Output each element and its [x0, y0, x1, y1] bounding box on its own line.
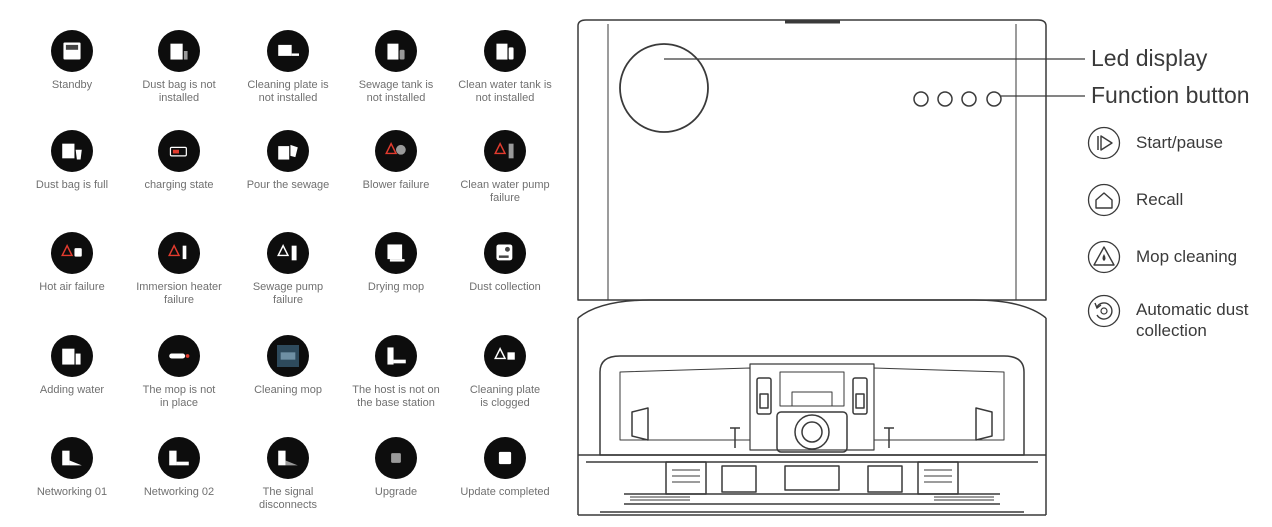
status-icon-label: Blower failure [362, 179, 430, 191]
update-completed-icon [484, 437, 526, 479]
legend-recall: Recall [1087, 183, 1272, 227]
status-icon-cell: Adding water [18, 335, 126, 425]
status-icon-cell: Pour the sewage [234, 130, 342, 220]
status-icon-label: Hot air failure [39, 281, 105, 293]
status-icon-cell: Standby [18, 30, 126, 120]
blower-failure-icon [375, 130, 417, 172]
legend-label: Recall [1136, 190, 1184, 209]
play-pause-icon [1087, 126, 1121, 160]
dust-bag-missing-icon [158, 30, 200, 72]
status-icon-cell: Cleaning plate is clogged [451, 335, 559, 425]
status-icon-label: Networking 01 [36, 486, 108, 498]
status-icon-label: Sewage pump failure [252, 281, 324, 306]
pour-sewage-icon [267, 130, 309, 172]
screen-icon [51, 30, 93, 72]
status-icon-cell: The signal disconnects [234, 437, 342, 527]
signal-disconnect-icon [267, 437, 309, 479]
status-icon-cell: Networking 01 [18, 437, 126, 527]
legend-label: Automatic dust collection [1136, 300, 1249, 340]
status-icon-cell: charging state [125, 130, 233, 220]
status-icon-label: The mop is not in place [142, 384, 216, 409]
status-icon-cell: Dust bag is not installed [125, 30, 233, 120]
cleaning-plate-missing-icon [267, 30, 309, 72]
status-icon-cell: Immersion heater failure [125, 232, 233, 322]
upgrade-icon [375, 437, 417, 479]
status-icon-cell: Dust collection [451, 232, 559, 322]
status-icon-cell: Dust bag is full [18, 130, 126, 220]
hot-air-failure-icon [51, 232, 93, 274]
status-icon-cell: Drying mop [342, 232, 450, 322]
led-display-label: Led display [1091, 45, 1208, 71]
plate-clogged-icon [484, 335, 526, 377]
battery-charging-icon [158, 130, 200, 172]
legend-auto-dust-collection: Automatic dust collection [1087, 294, 1272, 340]
adding-water-icon [51, 335, 93, 377]
home-icon [1087, 183, 1121, 217]
drying-mop-icon [375, 232, 417, 274]
status-icon-cell: Hot air failure [18, 232, 126, 322]
dust-bag-full-icon [51, 130, 93, 172]
status-icon-label: Cleaning mop [254, 384, 322, 396]
status-icon-cell: The host is not on the base station [342, 335, 450, 425]
status-icon-cell: Update completed [451, 437, 559, 527]
status-icon-label: The signal disconnects [258, 486, 318, 511]
networking-02-icon [158, 437, 200, 479]
status-icon-cell: Sewage pump failure [234, 232, 342, 322]
status-icon-label: Clean water pump failure [460, 179, 550, 204]
status-icon-label: Dust bag is not installed [142, 79, 216, 104]
legend-start-pause: Start/pause [1087, 126, 1272, 170]
status-icon-label: Drying mop [367, 281, 425, 293]
status-icon-label: Cleaning plate is clogged [469, 384, 541, 409]
status-icon-cell: Cleaning mop [234, 335, 342, 425]
legend-label: Mop cleaning [1136, 247, 1238, 266]
status-icon-label: charging state [144, 179, 214, 191]
heater-failure-icon [158, 232, 200, 274]
networking-01-icon [51, 437, 93, 479]
status-icon-cell: Sewage tank is not installed [342, 30, 450, 120]
status-icon-label: Cleaning plate is not installed [247, 79, 329, 104]
host-off-base-icon [375, 335, 417, 377]
cleaning-mop-icon [267, 335, 309, 377]
status-icon-cell: Blower failure [342, 130, 450, 220]
status-icon-cell: Clean water tank is not installed [451, 30, 559, 120]
status-icon-label: Update completed [460, 486, 550, 498]
status-icon-cell: Cleaning plate is not installed [234, 30, 342, 120]
base-station-diagram: Led display Function button Start/pause … [560, 0, 1272, 523]
dust-collection-cycle-icon [1087, 294, 1121, 328]
status-icon-label: Upgrade [374, 486, 418, 498]
sewage-tank-missing-icon [375, 30, 417, 72]
legend-mop-cleaning: Mop cleaning [1087, 240, 1272, 284]
dust-collection-icon [484, 232, 526, 274]
status-icon-label: Adding water [39, 384, 105, 396]
status-icon-cell: Clean water pump failure [451, 130, 559, 220]
status-icon-label: The host is not on the base station [352, 384, 440, 409]
status-icon-cell: Upgrade [342, 437, 450, 527]
mop-missing-icon [158, 335, 200, 377]
water-pump-failure-icon [484, 130, 526, 172]
mop-cleaning-icon [1087, 240, 1121, 274]
status-icon-cell: Networking 02 [125, 437, 233, 527]
base-station-illustration [577, 19, 1085, 516]
sewage-pump-failure-icon [267, 232, 309, 274]
status-icon-label: Dust bag is full [35, 179, 109, 191]
function-button-label: Function button [1091, 82, 1250, 108]
status-icon-label: Networking 02 [143, 486, 215, 498]
status-icon-label: Immersion heater failure [136, 281, 222, 306]
status-icon-label: Clean water tank is not installed [458, 79, 552, 104]
clean-water-tank-missing-icon [484, 30, 526, 72]
legend-label: Start/pause [1136, 133, 1223, 152]
status-icon-cell: The mop is not in place [125, 335, 233, 425]
status-icon-label: Sewage tank is not installed [358, 79, 434, 104]
status-icon-label: Pour the sewage [246, 179, 330, 191]
status-icon-label: Dust collection [469, 281, 541, 293]
status-icon-label: Standby [51, 79, 93, 91]
